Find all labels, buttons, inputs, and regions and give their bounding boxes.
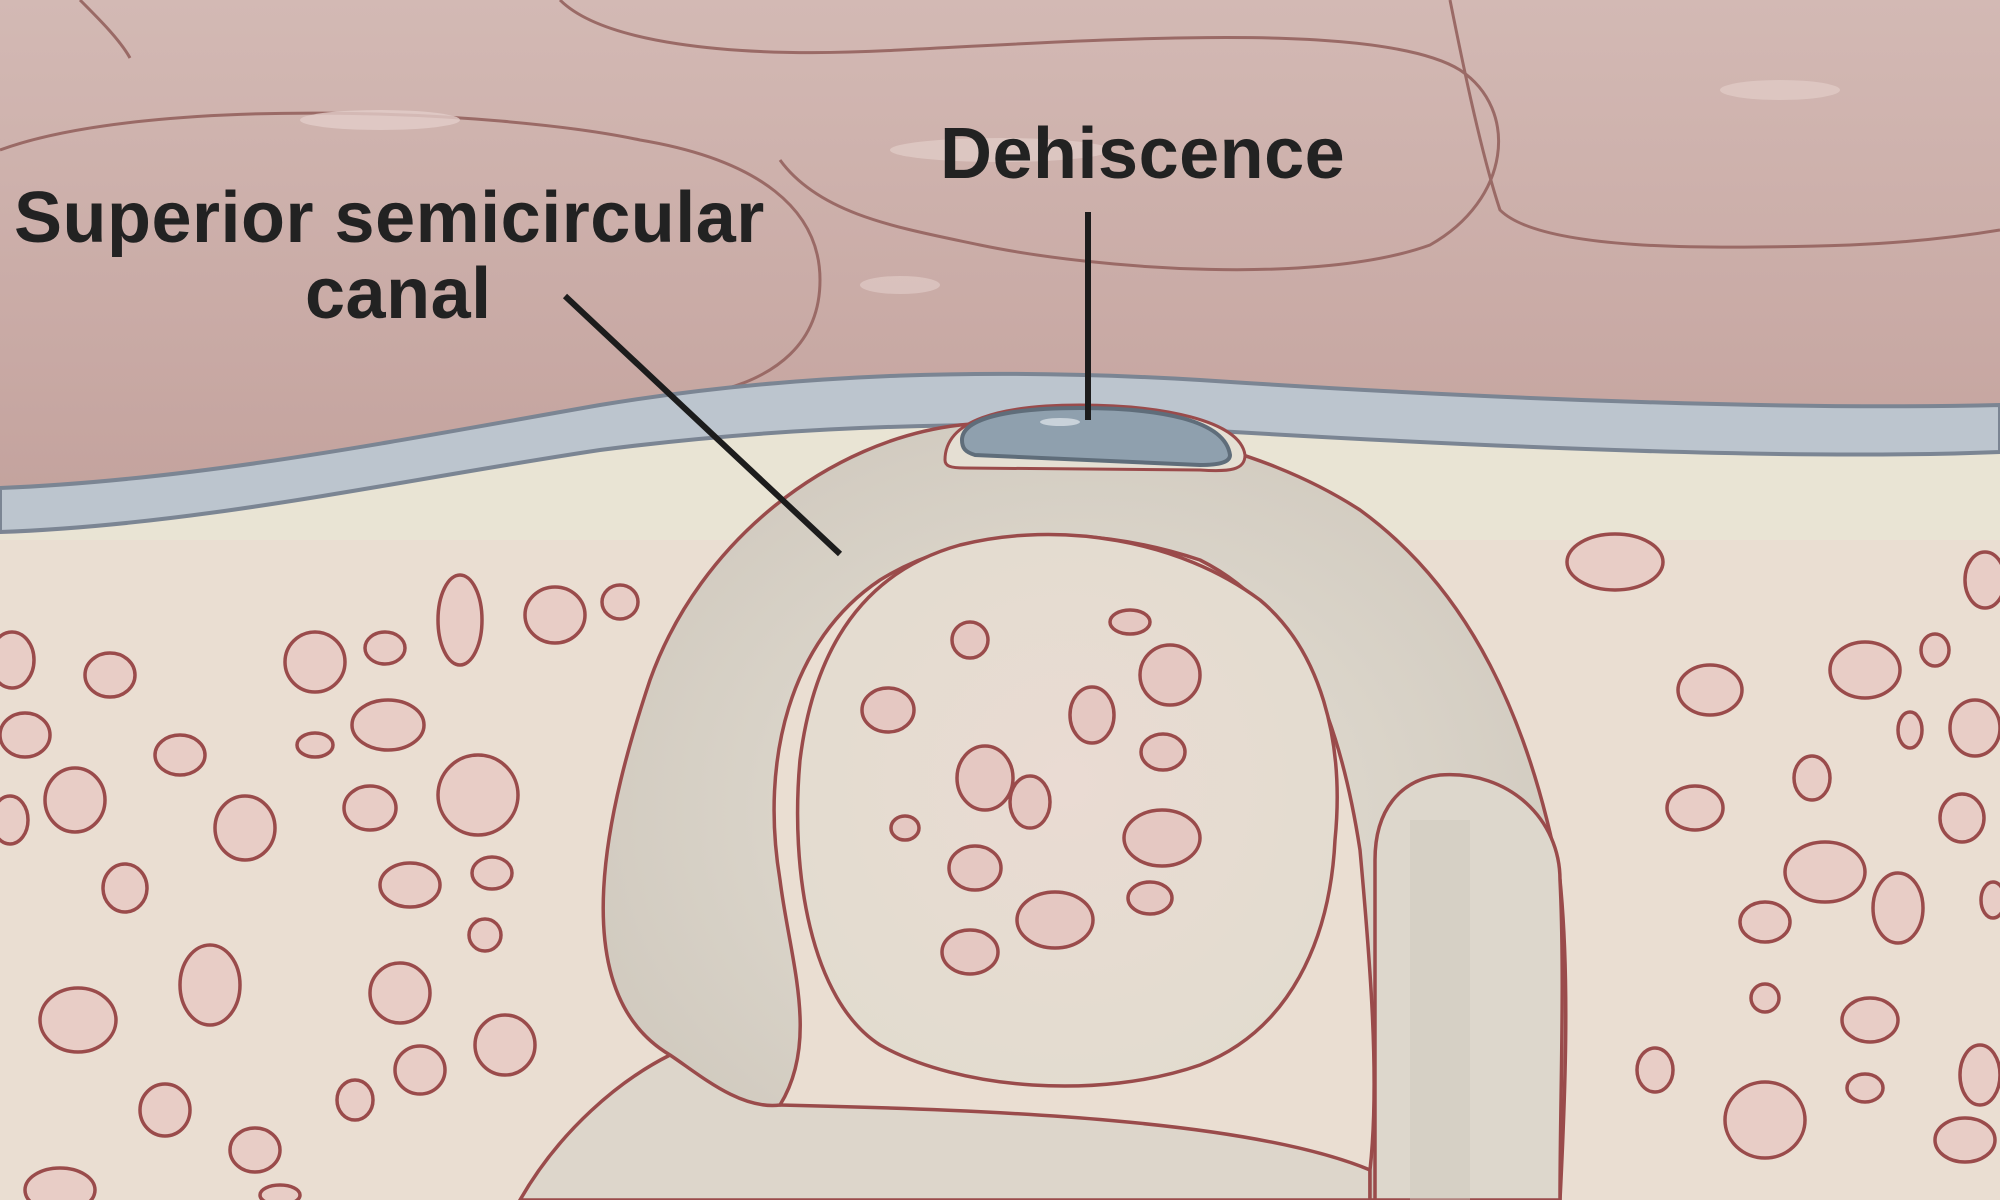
- bone-pores-left: [0, 573, 640, 1200]
- superior-canal-label-line1: Superior semicircular: [14, 178, 765, 258]
- superior-semicircular-canal: [601, 419, 1568, 1200]
- gyrus-3: [1448, 0, 2000, 249]
- dura-mater: [0, 371, 2000, 535]
- superior-canal-label-line2: canal: [305, 254, 492, 334]
- canal-lumen: [795, 532, 1339, 1088]
- canal-limb-shading: [1410, 820, 1470, 1200]
- dehiscence-highlight: [1040, 418, 1080, 426]
- lumen-pores: [860, 608, 1202, 976]
- gyrus-2: [558, 0, 1501, 272]
- dehiscence-membrane: [959, 405, 1233, 468]
- canal-pointer: [562, 293, 843, 557]
- brain-highlight-2: [890, 138, 1110, 162]
- dehiscence-label: Dehiscence: [940, 114, 1346, 194]
- brain-highlight-4: [860, 276, 940, 294]
- bone-pores-right: [1565, 532, 2000, 1164]
- brain-highlight-1: [300, 110, 460, 130]
- brain-highlight-3: [1720, 80, 1840, 100]
- gyrus-1: [0, 111, 822, 397]
- gyrus-4: [78, 0, 132, 59]
- canal-limb: [1373, 772, 1564, 1200]
